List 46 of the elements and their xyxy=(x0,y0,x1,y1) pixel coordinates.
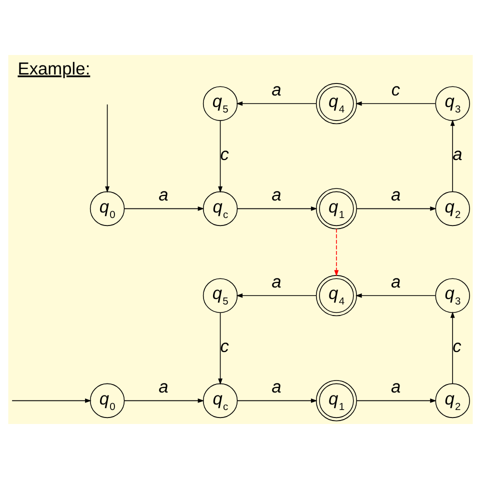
edge-label: c xyxy=(391,79,400,100)
edge-label: a xyxy=(452,144,462,164)
edge-label: c xyxy=(452,336,462,356)
node-circle: q$_{4}$ xyxy=(316,275,357,316)
arrow xyxy=(334,228,339,276)
edge-label: a xyxy=(272,79,282,100)
arrow xyxy=(237,398,318,403)
edge-label: a xyxy=(390,184,401,204)
node-circle: q$_{1}$ xyxy=(316,188,357,230)
node-circle: q$_{4}$ xyxy=(316,83,357,124)
arrow xyxy=(355,293,436,298)
node-circle: q$_{2}$ xyxy=(435,383,470,418)
node-circle: q$_{1}$ xyxy=(316,380,357,422)
arrow xyxy=(355,101,436,106)
node-circle: q$_{3}$ xyxy=(435,86,470,121)
node-circle: q$_{0}$ xyxy=(90,191,125,226)
edge-label: a xyxy=(272,184,282,204)
arrow xyxy=(236,293,316,298)
arrow xyxy=(124,206,204,211)
arrow xyxy=(124,398,204,403)
edge-label: a xyxy=(390,376,401,396)
edge-label: c xyxy=(220,336,229,356)
diagram-title: Example: xyxy=(18,58,90,78)
edge-label: c xyxy=(220,144,229,164)
node-circle: q$_{0}$ xyxy=(90,383,125,418)
arrow xyxy=(236,101,316,106)
node-circle: q$_{5}$ xyxy=(202,86,238,121)
arrow xyxy=(12,398,92,403)
edge-label: a xyxy=(390,271,401,292)
edge-label: a xyxy=(158,376,168,396)
arrow xyxy=(218,312,223,385)
node-circle: q$_{5}$ xyxy=(202,278,238,313)
arrow xyxy=(356,206,436,211)
arrow xyxy=(218,120,223,193)
edge-label: a xyxy=(272,271,282,292)
arrow xyxy=(356,398,436,403)
node-circle: q$_{c}$ xyxy=(202,383,238,418)
arrow xyxy=(237,206,318,211)
arrow xyxy=(450,120,455,192)
node-circle: q$_{c}$ xyxy=(202,191,238,226)
arrow xyxy=(450,312,455,384)
arrow xyxy=(105,104,110,193)
node-circle: q$_{2}$ xyxy=(435,191,470,226)
node-circle: q$_{3}$ xyxy=(435,278,470,313)
edge-label: a xyxy=(272,376,282,396)
edge-label: a xyxy=(158,184,168,204)
